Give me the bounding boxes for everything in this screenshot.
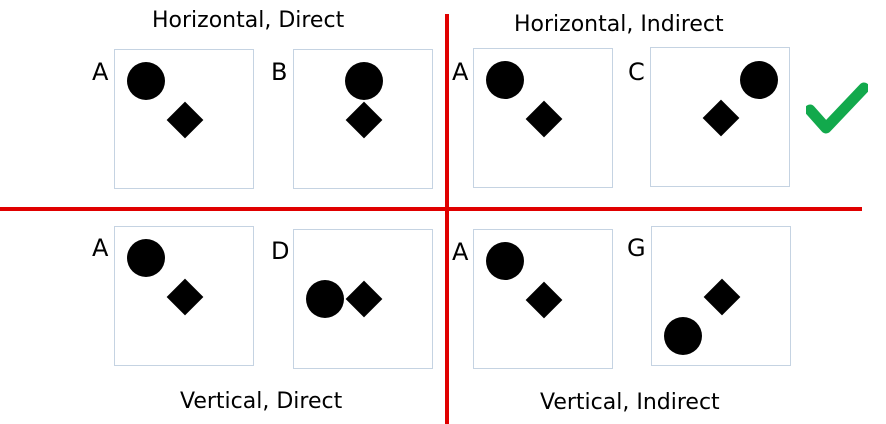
vertical-divider bbox=[445, 14, 449, 424]
panel-letter-d: D bbox=[271, 237, 290, 265]
circle-shape bbox=[345, 62, 383, 100]
panel-a bbox=[114, 226, 254, 366]
panel-a bbox=[114, 49, 254, 189]
circle-shape bbox=[486, 61, 524, 99]
panel-letter-a: A bbox=[452, 58, 469, 86]
panel-c bbox=[650, 47, 790, 187]
diamond-shape bbox=[345, 101, 383, 139]
diamond-shape bbox=[525, 100, 563, 138]
title-horizontal-indirect: Horizontal, Indirect bbox=[514, 12, 724, 37]
check-icon bbox=[806, 82, 868, 134]
diamond-shape bbox=[166, 101, 204, 139]
panel-a bbox=[473, 48, 613, 188]
title-vertical-direct: Vertical, Direct bbox=[180, 389, 343, 414]
panel-a bbox=[473, 229, 613, 369]
circle-shape bbox=[486, 242, 524, 280]
circle-shape bbox=[740, 61, 778, 99]
circle-shape bbox=[127, 62, 165, 100]
panel-letter-a: A bbox=[452, 238, 469, 266]
panel-letter-a: A bbox=[92, 234, 109, 262]
diamond-shape bbox=[525, 281, 563, 319]
title-horizontal-direct: Horizontal, Direct bbox=[152, 8, 345, 33]
panel-b bbox=[293, 49, 433, 189]
diamond-shape bbox=[703, 278, 741, 316]
diamond-shape bbox=[166, 278, 204, 316]
panel-letter-a: A bbox=[92, 58, 109, 86]
title-vertical-indirect: Vertical, Indirect bbox=[540, 390, 720, 415]
panel-letter-g: G bbox=[627, 234, 646, 262]
horizontal-divider bbox=[0, 207, 862, 211]
panel-g bbox=[651, 226, 791, 366]
circle-shape bbox=[306, 280, 344, 318]
panel-letter-c: C bbox=[628, 58, 645, 86]
diamond-shape bbox=[345, 280, 383, 318]
circle-shape bbox=[127, 239, 165, 277]
panel-letter-b: B bbox=[271, 58, 288, 86]
circle-shape bbox=[664, 317, 702, 355]
panel-d bbox=[293, 229, 433, 369]
diamond-shape bbox=[702, 99, 740, 137]
